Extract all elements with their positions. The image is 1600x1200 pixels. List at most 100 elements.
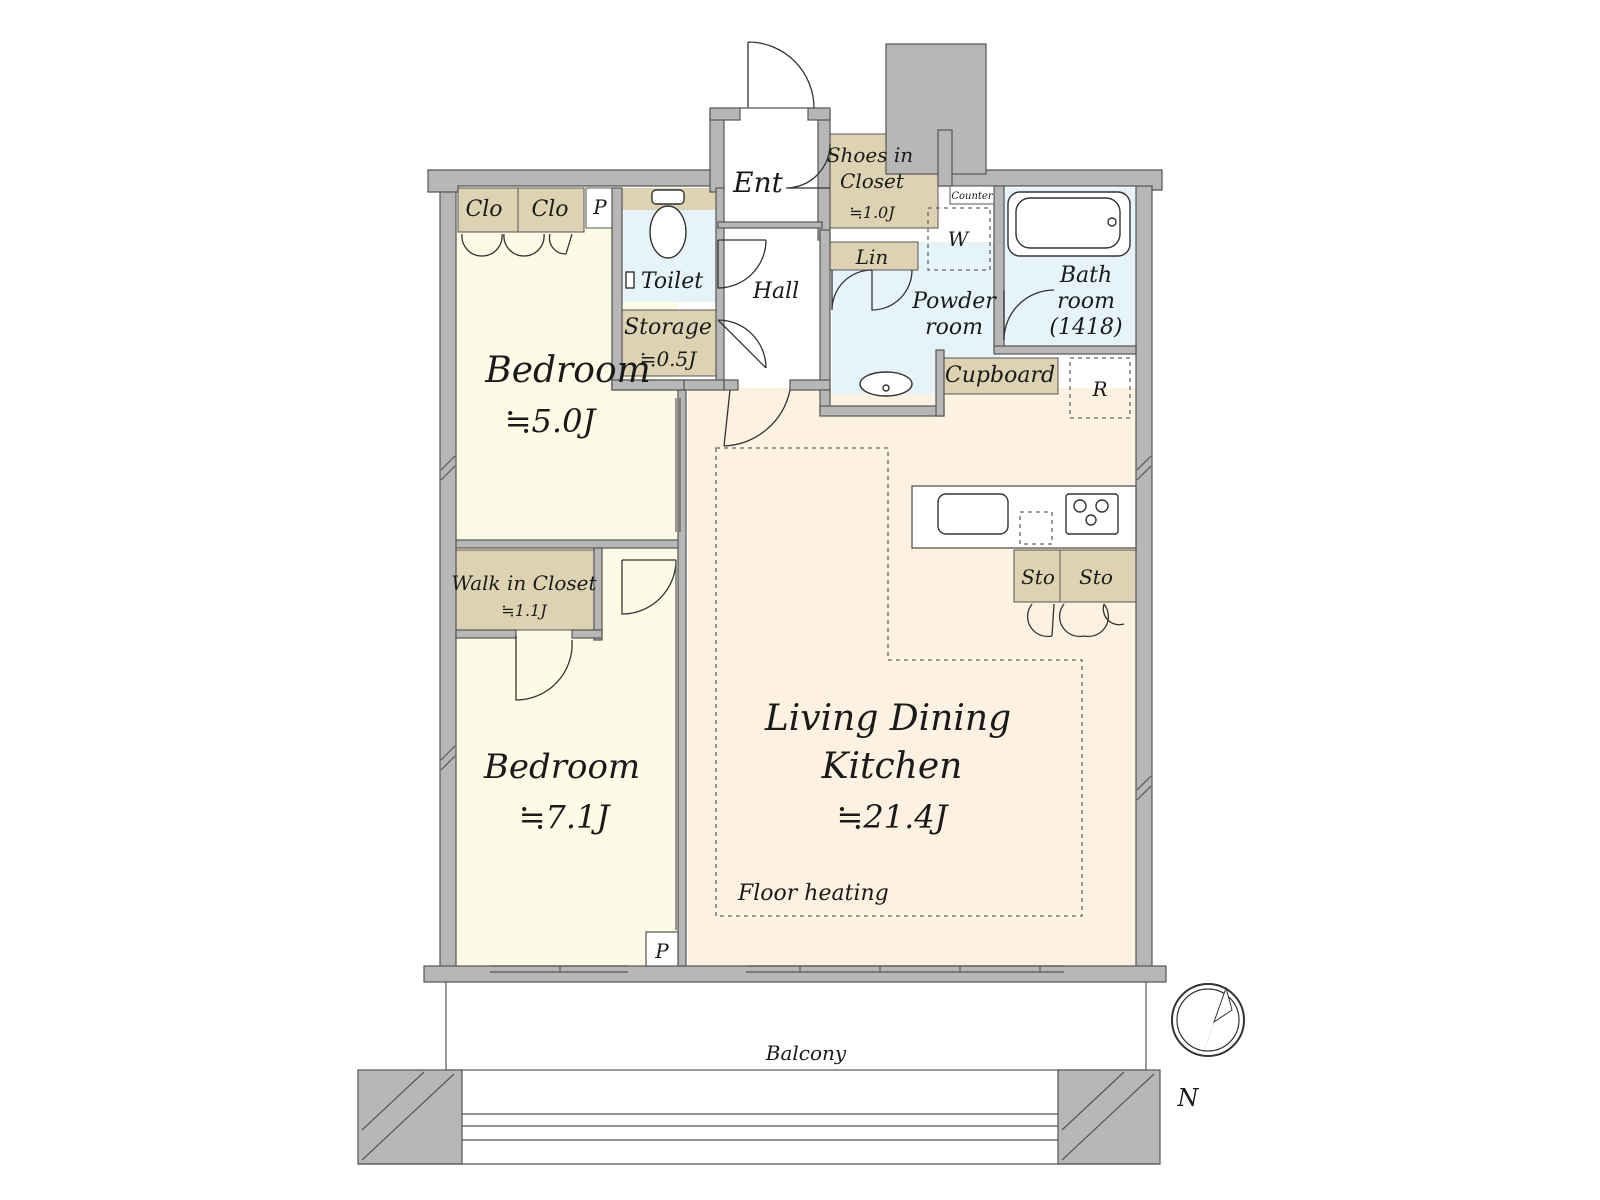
bedroom-1-name: Bedroom (484, 350, 651, 391)
column-top-neck (937, 129, 953, 187)
cupboard-label: Cupboard (945, 363, 1055, 388)
toilet-door (717, 239, 767, 289)
wall-wic-bottom-2 (571, 629, 603, 639)
floor-heating-zone (715, 447, 1083, 917)
entrance-name: Ent (732, 166, 783, 199)
counter-label: Counter (951, 191, 993, 202)
toilet-tank-icon (651, 189, 685, 205)
column-top (885, 43, 987, 175)
floor-heating-label: Floor heating (737, 881, 889, 906)
shoes-closet-door (785, 143, 831, 189)
wall-hall-bottom-right (789, 379, 831, 391)
wall-bedroom1-bottom (455, 539, 685, 549)
wall-hall-top (717, 221, 823, 229)
storage-area: ≒0.5J (640, 347, 698, 371)
wall-hatch-right (1136, 455, 1152, 801)
storage-closet (621, 309, 717, 377)
entry-door-swing (747, 41, 815, 109)
basin-drain-icon (882, 384, 890, 392)
pipe-top-label: P (592, 195, 607, 219)
kitchen-storage-1-label: Sto (1021, 565, 1055, 589)
wall-hall-bottom-left (723, 379, 739, 391)
wall-powder-right (935, 349, 945, 417)
pipe-bottom-label: P (654, 939, 669, 963)
wall-wic-bottom (455, 629, 517, 639)
bedroom-2-name: Bedroom (483, 747, 640, 787)
wall-hatch-left (440, 455, 456, 771)
bedroom2-door (621, 559, 677, 615)
kitchen-storage-2 (1059, 549, 1137, 603)
powder-room-name-line1: Powder (911, 289, 997, 314)
kitchen-storage-2-label: Sto (1079, 565, 1113, 589)
burner-2-icon (1095, 499, 1109, 513)
bathtub-drain-icon (1107, 217, 1117, 227)
dishwasher-space (1019, 511, 1053, 545)
closet-clo-2-label: Clo (531, 197, 568, 222)
ldk-name-line1: Living Dining (764, 698, 1011, 739)
wall-bedroom-ldk (677, 389, 687, 967)
ldk-area: ≒21.4J (837, 798, 950, 836)
wall-bedroom1-toilet (611, 379, 685, 391)
storage-name: Storage (624, 315, 712, 340)
wall-bath-bottom (993, 345, 1137, 355)
wall-entry-top (709, 107, 741, 121)
burner-1-icon (1073, 499, 1087, 513)
wash-basin-icon (859, 371, 913, 397)
washer-space (927, 207, 991, 271)
linen-label: Lin (855, 245, 889, 269)
powder-room-name-line2: room (925, 315, 983, 340)
counter-shelf (949, 185, 995, 205)
wic-door (515, 636, 573, 701)
cupboard (943, 357, 1059, 395)
closet-folding-doors (461, 233, 573, 257)
burner-3-icon (1085, 514, 1097, 526)
balcony-railing (358, 1113, 1160, 1165)
balcony-floor (445, 981, 1147, 1071)
hall-name: Hall (752, 279, 799, 304)
bath-door (1003, 289, 1055, 341)
wall-bottom (423, 965, 1167, 983)
shoes-closet-name-line1: Shoes in (827, 143, 913, 167)
toilet-paper-icon (625, 271, 635, 289)
wall-entry-left (709, 109, 725, 193)
wall-entry-right (817, 109, 831, 241)
wall-bath-left (993, 185, 1005, 351)
toilet-name: Toilet (641, 269, 703, 294)
washer-label: W (948, 227, 970, 251)
hall-ldk-door (723, 389, 791, 447)
wall-powder-bottom (819, 405, 945, 417)
hall-floor (718, 118, 824, 386)
wall-right (1135, 177, 1153, 969)
bottom-window-ldk (746, 965, 1064, 973)
wall-wic-right (593, 547, 603, 641)
wall-entry-top-right (807, 107, 831, 121)
toilet-bowl-icon (649, 205, 687, 259)
compass-north-label: N (1177, 1084, 1200, 1112)
bedroom-2-area: ≒7.1J (519, 798, 612, 836)
closet-clo-1-label: Clo (465, 197, 502, 222)
bathtub-inner-icon (1015, 197, 1121, 249)
balcony-name: Balcony (765, 1041, 847, 1065)
pipe-space-bottom (645, 931, 679, 967)
refrigerator-space (1069, 357, 1131, 419)
kitchen-storage-doors (1026, 603, 1125, 638)
closet-clo-2 (517, 187, 585, 233)
bottom-window-bedroom (490, 965, 628, 973)
shoes-closet-area: ≒1.0J (849, 203, 896, 222)
powder-door (831, 269, 913, 311)
balcony-column-right-hatch (1061, 1071, 1155, 1161)
kitchen-storage-1 (1013, 549, 1061, 603)
bathroom-size: (1418) (1049, 315, 1122, 340)
bedroom-1-area: ≒5.0J (505, 402, 598, 440)
storage-door (717, 319, 767, 369)
refrigerator-label: R (1091, 377, 1107, 401)
linen-shelf (827, 241, 919, 271)
bathroom-name-line2: room (1057, 289, 1115, 314)
balcony-column-left-hatch (361, 1071, 455, 1161)
stove-icon (1065, 493, 1119, 535)
ldk-name-line2: Kitchen (821, 746, 963, 787)
bedroom1-sliding-door (675, 398, 681, 532)
walk-in-closet-name: Walk in Closet (451, 571, 597, 595)
walk-in-closet-area: ≒1.1J (501, 601, 548, 620)
